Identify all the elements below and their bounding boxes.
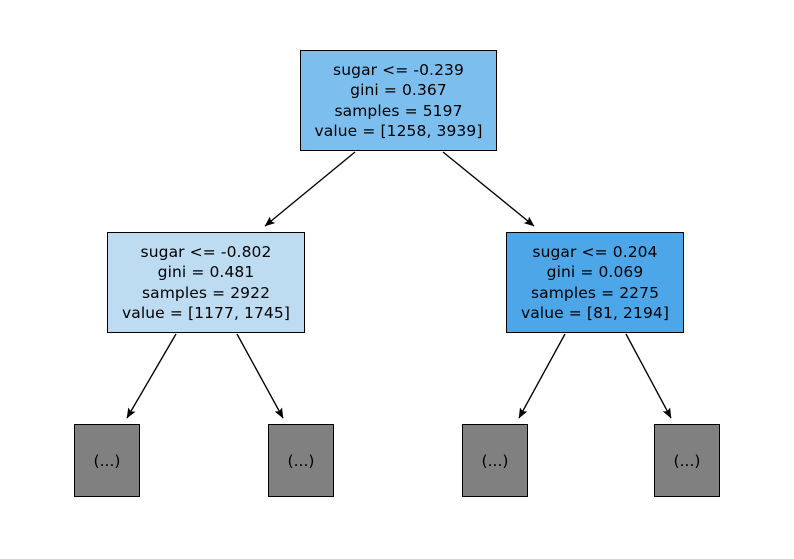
edge-left-to-leaf-1 bbox=[236, 333, 284, 419]
node-samples: samples = 2922 bbox=[141, 283, 271, 302]
node-gini: gini = 0.481 bbox=[157, 263, 255, 282]
edge-root-to-left bbox=[264, 151, 356, 227]
node-samples: samples = 2275 bbox=[530, 283, 660, 302]
edge-right-to-leaf-2 bbox=[518, 333, 566, 419]
tree-leaf-truncated[interactable]: (...) bbox=[462, 424, 528, 497]
node-value: value = [1177, 1745] bbox=[121, 303, 291, 322]
edge-right-to-leaf-3 bbox=[625, 333, 672, 419]
tree-node-root[interactable]: sugar <= -0.239 gini = 0.367 samples = 5… bbox=[300, 50, 497, 151]
leaf-label: (...) bbox=[287, 451, 315, 470]
tree-leaf-truncated[interactable]: (...) bbox=[74, 424, 140, 497]
tree-node-left-child[interactable]: sugar <= -0.802 gini = 0.481 samples = 2… bbox=[107, 232, 305, 333]
node-value: value = [81, 2194] bbox=[520, 303, 670, 322]
node-gini: gini = 0.367 bbox=[350, 81, 447, 100]
node-value: value = [1258, 3939] bbox=[314, 121, 483, 140]
tree-node-right-child[interactable]: sugar <= 0.204 gini = 0.069 samples = 22… bbox=[506, 232, 684, 333]
leaf-label: (...) bbox=[93, 451, 121, 470]
edge-left-to-leaf-0 bbox=[126, 333, 177, 419]
node-samples: samples = 5197 bbox=[334, 101, 463, 120]
node-condition: sugar <= 0.204 bbox=[532, 243, 658, 262]
node-condition: sugar <= -0.802 bbox=[140, 243, 272, 262]
leaf-label: (...) bbox=[673, 451, 701, 470]
tree-leaf-truncated[interactable]: (...) bbox=[268, 424, 334, 497]
node-gini: gini = 0.069 bbox=[546, 263, 644, 282]
node-condition: sugar <= -0.239 bbox=[333, 61, 464, 80]
leaf-label: (...) bbox=[481, 451, 509, 470]
tree-leaf-truncated[interactable]: (...) bbox=[654, 424, 720, 497]
edge-root-to-right bbox=[442, 151, 535, 227]
